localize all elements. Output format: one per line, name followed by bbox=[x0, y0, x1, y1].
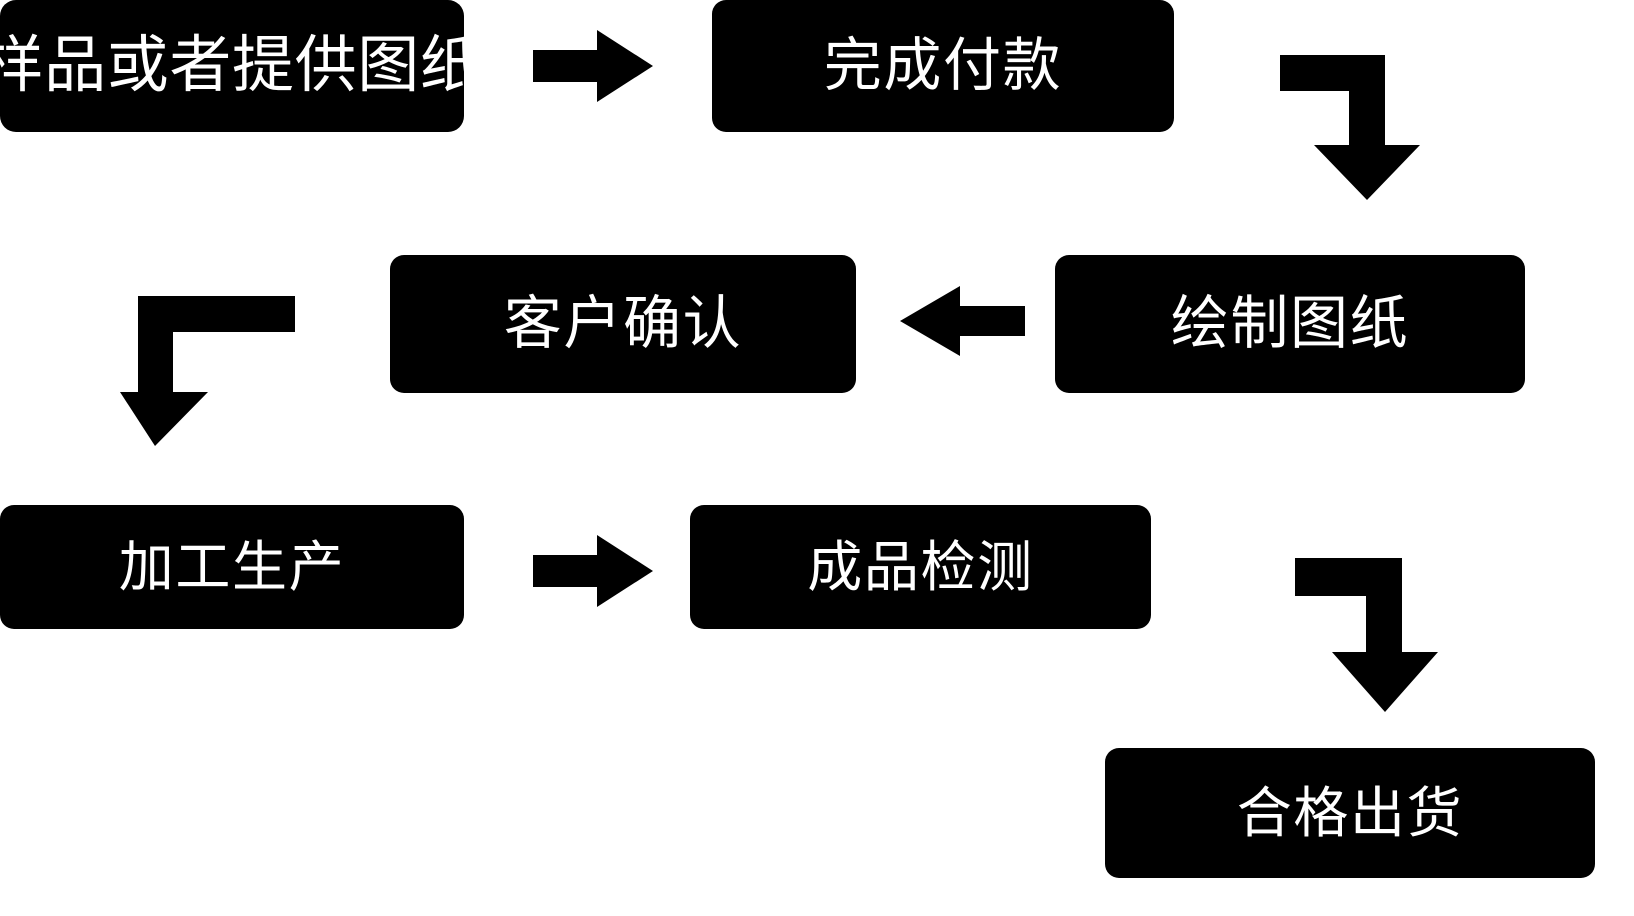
flow-node-label: 绘制图纸 bbox=[1170, 291, 1410, 357]
flow-node-label: 合格出货 bbox=[1236, 781, 1464, 844]
flow-node-label: 完成付款 bbox=[823, 33, 1063, 99]
arrow-left-icon bbox=[900, 282, 1025, 360]
arrow-right-icon bbox=[533, 533, 653, 609]
flow-node-label: 加工生产 bbox=[118, 535, 346, 598]
flow-node-produce[interactable]: 加工生产 bbox=[0, 505, 464, 629]
flow-node-label: 样品或者提供图纸 bbox=[0, 30, 483, 100]
flow-node-sample[interactable]: 样品或者提供图纸 bbox=[0, 0, 482, 132]
flow-node-confirm[interactable]: 客户确认 bbox=[390, 255, 856, 393]
arrow-elbow-right-down-icon bbox=[1225, 40, 1440, 205]
flow-node-label: 成品检测 bbox=[807, 535, 1034, 598]
arrow-elbow-left-down-icon bbox=[120, 288, 295, 448]
arrow-right-icon bbox=[533, 26, 653, 106]
flow-node-label: 客户确认 bbox=[503, 291, 743, 357]
arrow-elbow-right-down-icon bbox=[1240, 540, 1460, 716]
flow-node-ship[interactable]: 合格出货 bbox=[1105, 748, 1595, 878]
flow-node-drawing[interactable]: 绘制图纸 bbox=[1055, 255, 1525, 393]
flow-node-inspect[interactable]: 成品检测 bbox=[690, 505, 1151, 629]
flow-node-payment[interactable]: 完成付款 bbox=[712, 0, 1174, 132]
